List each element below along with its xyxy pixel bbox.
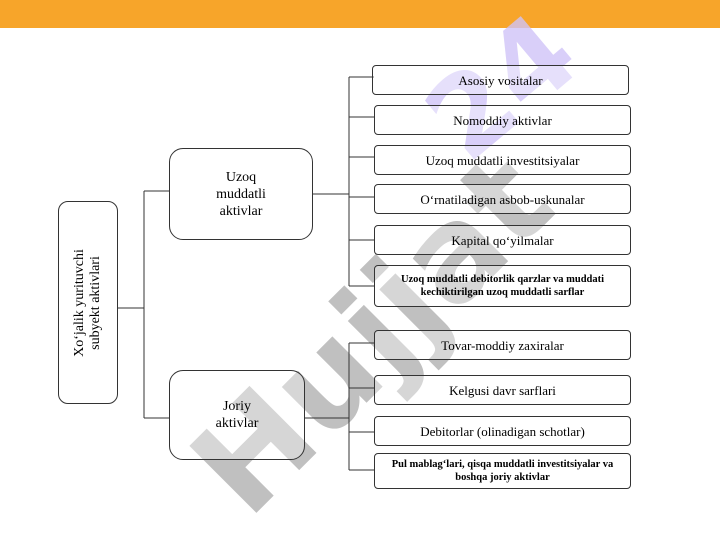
current-title-line1: Joriy — [222, 399, 251, 414]
long-term-item: Asosiy vositalar — [372, 65, 629, 95]
current-item: Debitorlar (olinadigan schotlar) — [374, 416, 631, 446]
long-term-item: Uzoq muddatli debitorlik qarzlar va mudd… — [374, 265, 631, 307]
top-accent-bar — [0, 0, 720, 28]
long-term-item: Uzoq muddatli investitsiyalar — [374, 145, 631, 175]
long-term-assets-node: Uzoq muddatli aktivlar — [169, 148, 313, 240]
root-label: Xo‘jalik yurituvchi subyekt aktivlari — [72, 249, 104, 357]
current-item: Kelgusi davr sarflari — [374, 375, 631, 405]
long-term-title-line1: Uzoq — [225, 169, 257, 185]
root-label-line1: Xo‘jalik yurituvchi — [72, 248, 88, 357]
long-term-item: O‘rnatiladigan asbob-uskunalar — [374, 184, 631, 214]
long-term-title-line3: aktivlar — [219, 203, 263, 219]
current-item: Tovar-moddiy zaxiralar — [374, 330, 631, 360]
root-label-line2: subyekt aktivlari — [88, 255, 104, 350]
root-node: Xo‘jalik yurituvchi subyekt aktivlari — [58, 201, 118, 404]
long-term-item: Nomoddiy aktivlar — [374, 105, 631, 135]
current-item: Pul mablag‘lari, qisqa muddatli investit… — [374, 453, 631, 489]
current-assets-node: Joriy aktivlar — [169, 370, 305, 460]
long-term-title-line2: muddatli — [216, 186, 266, 202]
long-term-item: Kapital qo‘yilmalar — [374, 225, 631, 255]
current-title-line2: aktivlar — [215, 416, 259, 431]
